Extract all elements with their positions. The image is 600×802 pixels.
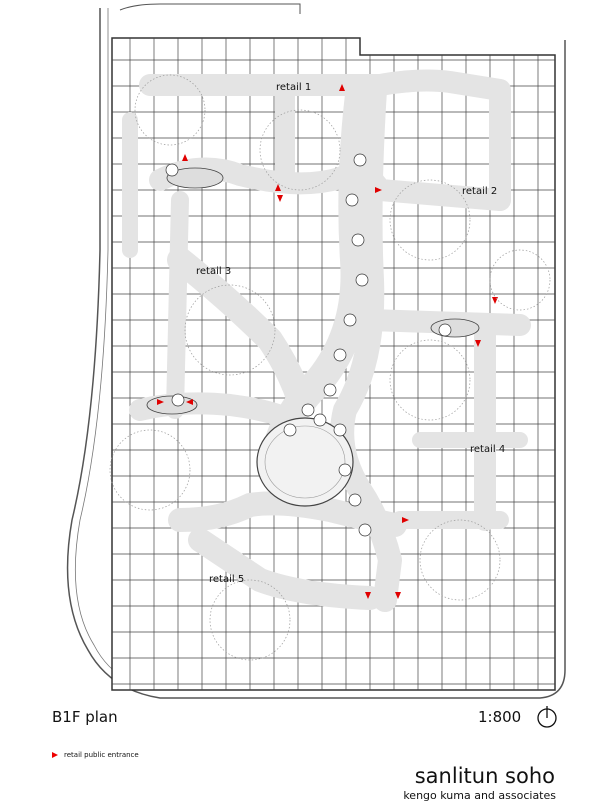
architect-name: kengo kuma and associates	[403, 789, 556, 802]
tree-icon	[345, 193, 359, 207]
legend: retail public entrance	[52, 751, 139, 759]
tree-icon	[351, 233, 365, 247]
tree-icon	[283, 423, 297, 437]
entrance-arrow-icon	[52, 752, 58, 758]
tree-icon	[333, 423, 347, 437]
tree-icon	[333, 348, 347, 362]
entrance-arrow-icon	[402, 517, 409, 523]
entrance-arrow-icon	[157, 399, 164, 405]
entrance-markers	[157, 84, 498, 599]
tree-icon	[165, 163, 179, 177]
project-name: sanlitun soho	[414, 764, 555, 788]
zone-label-retail-1: retail 1	[276, 82, 312, 93]
trees	[165, 153, 452, 537]
entrance-arrow-icon	[182, 154, 188, 161]
tree-icon	[348, 493, 362, 507]
plan-scale: 1:800	[478, 708, 522, 726]
plan-title: B1F plan	[52, 708, 118, 726]
entrance-arrow-icon	[339, 84, 345, 91]
site-boundary	[66, 8, 566, 699]
legend-entrance-label: retail public entrance	[64, 751, 139, 759]
entrance-arrow-icon	[186, 399, 193, 405]
zone-label-retail-4: retail 4	[470, 444, 506, 455]
tree-icon	[313, 413, 327, 427]
tree-icon	[338, 463, 352, 477]
tree-icon	[438, 323, 452, 337]
atrium-void	[256, 417, 354, 507]
tree-icon	[355, 273, 369, 287]
zone-label-retail-5: retail 5	[209, 574, 245, 585]
entrance-arrow-icon	[395, 592, 401, 599]
tree-icon	[171, 393, 185, 407]
tree-icon	[358, 523, 372, 537]
entrance-arrow-icon	[375, 187, 382, 193]
entrance-arrow-icon	[277, 195, 283, 202]
tree-icon	[323, 383, 337, 397]
zone-label-retail-3: retail 3	[196, 266, 232, 277]
entrance-arrow-icon	[275, 184, 281, 191]
entrance-arrow-icon	[365, 592, 371, 599]
tree-icon	[353, 153, 367, 167]
tree-icon	[343, 313, 357, 327]
zone-label-retail-2: retail 2	[462, 186, 498, 197]
entrance-arrow-icon	[475, 340, 481, 347]
north-arrow-icon	[537, 706, 557, 728]
tree-icon	[301, 403, 315, 417]
